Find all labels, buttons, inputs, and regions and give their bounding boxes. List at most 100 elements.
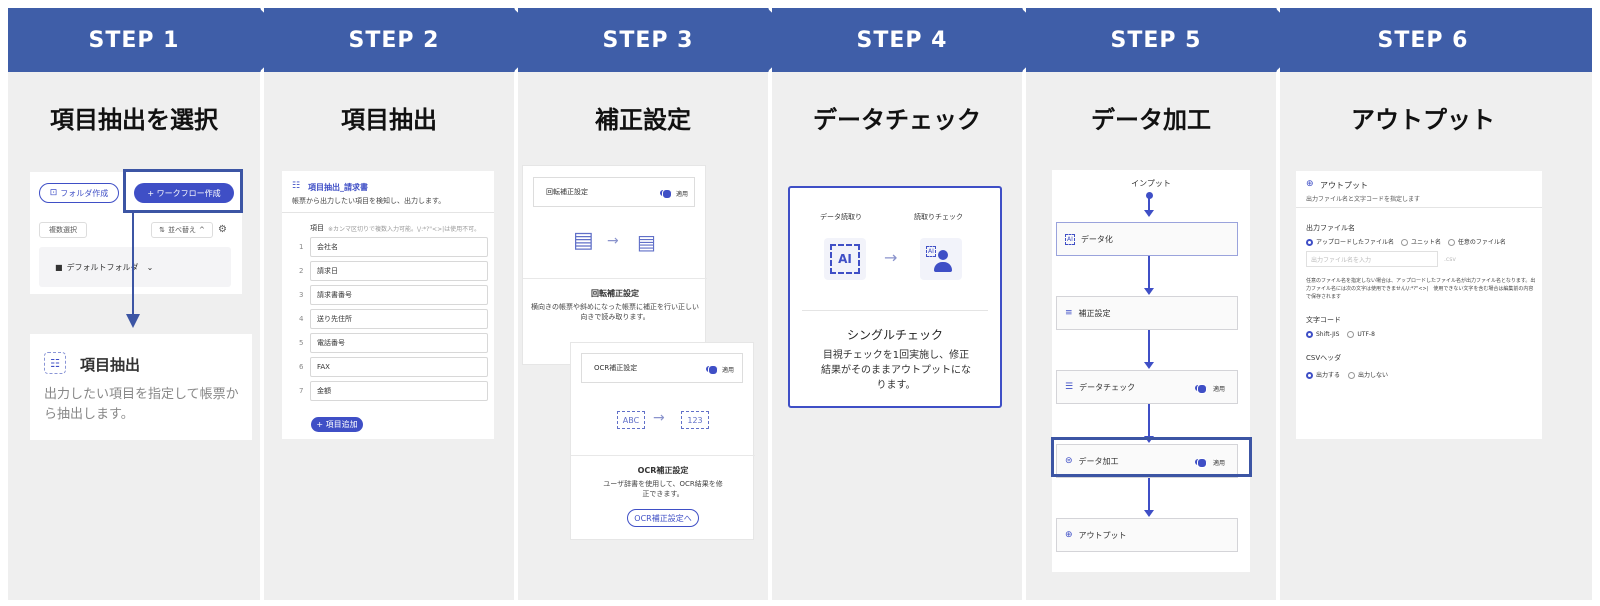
rotation-setting-row: 回転補正設定 適用 (533, 177, 695, 207)
ocr-settings-button[interactable]: OCR補正設定へ (627, 509, 699, 527)
node-correction[interactable]: ≡ 補正設定 (1056, 296, 1238, 330)
data-processing-toggle[interactable] (1195, 458, 1207, 468)
single-check-desc: 目視チェックを1回実施し、修正結果がそのままアウトプットになります。 (821, 350, 971, 391)
data-check-toggle[interactable] (1195, 384, 1207, 394)
processing-icon: ⊜ (1065, 456, 1073, 466)
chevron-down-icon: ⌄ (146, 262, 154, 272)
item-row-number: 2 (299, 267, 304, 275)
item-field[interactable]: 請求書番号 (310, 285, 488, 305)
radio-shift-jis[interactable] (1306, 331, 1313, 338)
node-data-processing-label: データ加工 (1078, 456, 1119, 466)
filename-input[interactable]: 出力ファイル名を入力 (1306, 251, 1438, 267)
filename-note: 任意のファイル名を指定しない場合は、アップロードしたファイル名が出力ファイル名と… (1306, 278, 1536, 300)
ocr-setting-row: OCR補正設定 適用 (581, 353, 743, 383)
radio-utf8[interactable] (1347, 331, 1355, 338)
single-check-card[interactable]: データ読取り 読取りチェック AI → AI シングルチェック 目視チェックを1… (788, 186, 1002, 408)
flow-line (1148, 256, 1150, 290)
item-field[interactable]: FAX (310, 357, 488, 377)
step-3-banner: STEP 3 (518, 8, 806, 72)
item-row-number: 1 (299, 243, 304, 251)
ocr-title: OCR補正設定 (637, 466, 689, 475)
step-3-column: STEP 3 補正設定 回転補正設定 適用 ▤ → ▤ 回転補正設定 横向きの帳… (518, 8, 806, 600)
ocr-from-text: ABC (617, 411, 645, 429)
document-corrected-icon: ▤ (637, 230, 656, 254)
extraction-form-panel: ☷ 項目抽出_請求書 帳票から出力したい項目を検知し、出力します。 項目 ※カン… (282, 171, 494, 439)
folder-create-button[interactable]: ⊡ フォルダ作成 (39, 183, 119, 203)
workflow-create-button[interactable]: + ワークフロー作成 (134, 183, 234, 203)
item-field[interactable]: 会社名 (310, 237, 488, 257)
ocr-card: OCR補正設定 適用 ABC → 123 OCR補正設定 ユーザ辞書を使用して、… (570, 342, 755, 540)
csv-header-label: CSVヘッダ (1306, 354, 1342, 362)
flow-panel: インプット AI データ化 ≡ 補正設定 ☰ データチェック 適用 (1052, 170, 1250, 572)
connector-arrowhead (126, 314, 140, 328)
divider (523, 278, 707, 279)
divider (1296, 207, 1542, 208)
download-circle-icon: ⊕ (1065, 530, 1073, 540)
item-field[interactable]: 請求日 (310, 261, 488, 281)
input-dot (1146, 192, 1153, 199)
filename-opt-uploaded: アップロードしたファイル名 (1316, 239, 1395, 246)
item-field[interactable]: 電話番号 (310, 333, 488, 353)
step-4-title: データチェック (813, 106, 981, 134)
radio-output-header[interactable] (1306, 372, 1313, 379)
radio-uploaded-name[interactable] (1306, 239, 1313, 246)
filename-ext: .csv (1444, 256, 1456, 263)
step-5-column: STEP 5 データ加工 インプット AI データ化 ≡ 補正設定 ☰ データチ… (1026, 8, 1314, 600)
rotation-toggle[interactable] (660, 189, 672, 199)
output-header: アウトプット (1320, 181, 1368, 190)
step-5-title: データ加工 (1091, 106, 1211, 134)
items-label: 項目 (310, 224, 324, 232)
rotation-setting-label: 回転補正設定 (546, 188, 588, 196)
add-item-button[interactable]: + 項目追加 (311, 417, 363, 432)
form-header: 項目抽出_請求書 (308, 183, 368, 192)
gear-icon[interactable]: ⚙ (218, 224, 227, 235)
step-5-banner: STEP 5 (1026, 8, 1314, 72)
read-check-label: 読取りチェック (914, 213, 963, 221)
divider (282, 212, 494, 213)
folder-icon: ⊡ (49, 188, 58, 198)
multi-select-button[interactable]: 複数選択 (39, 222, 87, 238)
node-output-label: アウトプット (1078, 530, 1127, 540)
encoding-opt-utf8: UTF-8 (1357, 331, 1375, 338)
default-folder-row[interactable]: ■ デフォルトフォルダ ⌄ (39, 247, 231, 287)
node-data-check[interactable]: ☰ データチェック 適用 (1056, 370, 1238, 404)
step-6-banner: STEP 6 (1280, 8, 1592, 72)
encoding-options: Shift-JIS UTF-8 (1306, 331, 1375, 338)
sort-icon: ⇅ (159, 226, 165, 234)
radio-no-header[interactable] (1347, 372, 1355, 379)
arrow-right-icon: → (884, 248, 898, 267)
rotation-card: 回転補正設定 適用 ▤ → ▤ 回転補正設定 横向きの帳票や斜めになった帳票に補… (522, 165, 707, 365)
node-data-processing[interactable]: ⊜ データ加工 適用 (1056, 444, 1238, 478)
divider (571, 455, 755, 456)
step-1-title: 項目抽出を選択 (50, 106, 218, 134)
item-field[interactable]: 金額 (310, 381, 488, 401)
person-body (934, 262, 952, 272)
ai-icon: AI (1065, 233, 1075, 245)
flow-line (1148, 404, 1150, 438)
step-4-banner: STEP 4 (772, 8, 1060, 72)
item-field[interactable]: 送り先住所 (310, 309, 488, 329)
radio-unit-name[interactable] (1400, 239, 1408, 246)
form-subtitle: 帳票から出力したい項目を検知し、出力します。 (292, 197, 446, 205)
folder-panel: ⊡ フォルダ作成 + ワークフロー作成 複数選択 ⇅ 並べ替え ^ ⚙ ■ デフ… (30, 172, 242, 294)
sort-label: 並べ替え (168, 226, 196, 234)
radio-custom-name[interactable] (1447, 239, 1455, 246)
sort-button[interactable]: ⇅ 並べ替え ^ (151, 222, 213, 238)
user-check-icon: AI (920, 238, 962, 280)
step-6-label: STEP 6 (1377, 27, 1469, 53)
step-1-column: STEP 1 項目抽出を選択 ⊡ フォルダ作成 + ワークフロー作成 複数選択 … (8, 8, 296, 600)
chevron-up-icon: ^ (199, 226, 205, 234)
node-output[interactable]: ⊕ アウトプット (1056, 518, 1238, 552)
ai-badge: AI (926, 246, 936, 257)
item-row-number: 6 (299, 363, 304, 371)
step-1-banner: STEP 1 (8, 8, 296, 72)
node-data-conversion[interactable]: AI データ化 (1056, 222, 1238, 256)
filename-opt-unit: ユニット名 (1410, 239, 1441, 246)
ocr-to-text: 123 (681, 411, 709, 429)
highlight-data-processing (1051, 437, 1252, 477)
item-row-number: 7 (299, 387, 304, 395)
checklist-icon: ☰ (1065, 382, 1074, 392)
extraction-info-desc: 出力したい項目を指定して帳票から抽出します。 (44, 387, 239, 422)
flow-line (1148, 478, 1150, 512)
ocr-toggle[interactable] (706, 365, 718, 375)
